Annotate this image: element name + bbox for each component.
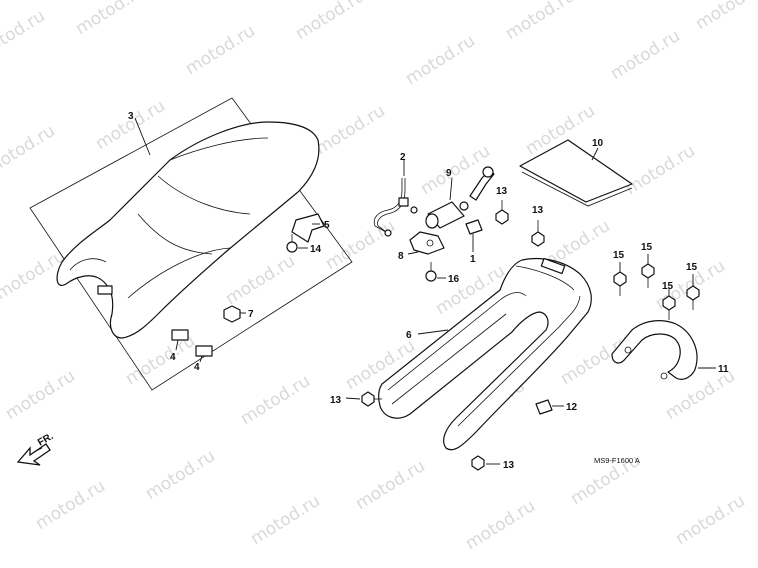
watermark-text: motod.ru <box>462 496 539 554</box>
key-cylinder <box>425 166 495 229</box>
front-label: FR. <box>36 431 56 449</box>
watermark-text: motod.ru <box>32 476 109 534</box>
owners-manual <box>519 139 633 203</box>
watermark-text: motod.ru <box>607 26 684 84</box>
callout-15a: 15 <box>613 250 625 261</box>
callout-14: 14 <box>310 244 322 255</box>
callout-15d: 15 <box>686 262 698 273</box>
seat-bracket <box>291 213 325 243</box>
watermark-text: motod.ru <box>502 0 579 44</box>
watermark-text: motod.ru <box>692 0 758 34</box>
callout-4b: 4 <box>194 362 200 373</box>
callout-13b: 13 <box>532 205 544 216</box>
sticker-12 <box>535 399 553 415</box>
front-arrow <box>16 443 51 466</box>
watermark-text: motod.ru <box>182 21 259 79</box>
callout-13a: 13 <box>496 186 508 197</box>
callout-8: 8 <box>398 251 404 262</box>
bolt-15-b <box>641 263 655 288</box>
callout-15b: 15 <box>641 242 653 253</box>
watermark-text: motod.ru <box>0 121 59 179</box>
callout-7: 7 <box>248 309 254 320</box>
watermark-text: motod.ru <box>402 31 479 89</box>
diagram-code: MS9-F1600 A <box>594 456 640 465</box>
callout-4a: 4 <box>170 352 176 363</box>
bolt-13-c <box>361 391 382 407</box>
callout-11: 11 <box>718 364 729 375</box>
watermark-text: motod.ru <box>312 101 389 159</box>
callout-15c: 15 <box>662 281 674 292</box>
callout-3: 3 <box>128 111 134 122</box>
watermark-text: motod.ru <box>672 491 749 549</box>
rubber-4a <box>171 329 189 341</box>
callout-6: 6 <box>406 330 412 341</box>
callout-1: 1 <box>470 254 476 265</box>
nut-7 <box>223 305 241 323</box>
cowl-emblem <box>540 257 566 275</box>
callout-2: 2 <box>400 152 406 163</box>
watermark-text: motod.ru <box>92 96 169 154</box>
callout-5: 5 <box>324 220 330 231</box>
watermark-text: motod.ru <box>247 491 324 549</box>
bolt-13-d <box>471 455 485 471</box>
callout-12: 12 <box>566 402 578 413</box>
seat <box>56 121 320 339</box>
watermark-text: motod.ru <box>622 141 699 199</box>
seat-hook <box>97 285 113 295</box>
watermark-text: motod.ru <box>237 371 314 429</box>
callout-9: 9 <box>446 168 452 179</box>
watermark-text: motod.ru <box>222 251 299 309</box>
watermark-text: motod.ru <box>72 0 149 39</box>
seat-lock-cable <box>373 178 418 237</box>
callout-10: 10 <box>592 138 604 149</box>
bolt-15-d <box>686 285 700 310</box>
rear-cowl <box>378 257 592 451</box>
clip-1 <box>465 219 483 235</box>
callout-13d: 13 <box>503 460 515 471</box>
callout-16: 16 <box>448 274 460 285</box>
watermark-text: motod.ru <box>2 366 79 424</box>
bolt-15-a <box>613 271 627 296</box>
watermark-text: motod.ru <box>142 446 219 504</box>
bolt-13-b <box>531 220 545 247</box>
bolt-13-a <box>495 200 509 225</box>
grab-rail <box>611 320 698 380</box>
bolt-16 <box>425 262 437 282</box>
watermark-text: motod.ru <box>352 456 429 514</box>
watermark-text: motod.ru <box>322 216 399 274</box>
rubber-4b <box>195 345 213 357</box>
watermark-text: motod.ru <box>0 6 49 64</box>
callout-13c: 13 <box>330 395 342 406</box>
watermark-text: motod.ru <box>292 0 369 44</box>
bolt-14 <box>286 234 298 253</box>
